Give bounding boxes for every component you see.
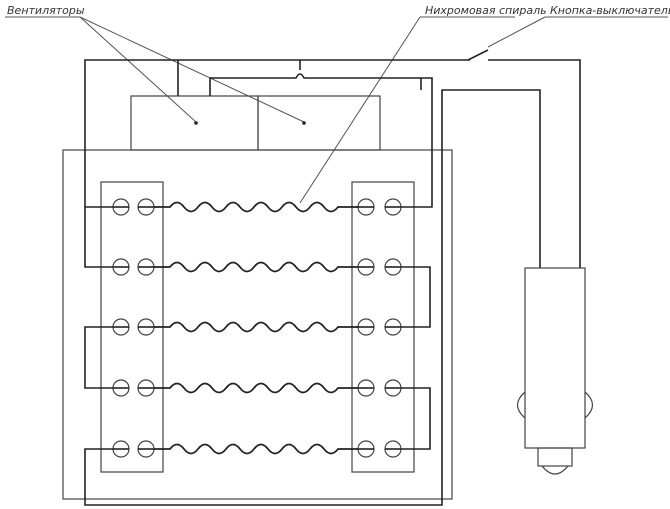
screw-terminal-icon	[112, 318, 130, 336]
screw-terminal-icon	[384, 198, 402, 216]
screw-terminal-icon	[384, 258, 402, 276]
nichrome-coil	[154, 201, 358, 213]
supply-wiring	[84, 49, 581, 506]
switch-contact	[467, 49, 489, 61]
screw-terminals-left	[112, 198, 155, 458]
screw-terminal-icon	[137, 318, 155, 336]
fan-unit-left	[130, 95, 259, 151]
nichrome-coil	[154, 321, 358, 333]
screw-terminal-icon	[357, 440, 375, 458]
screw-terminal-icon	[112, 379, 130, 397]
switch-leader	[487, 16, 546, 48]
car-cigarette-plug-icon	[516, 267, 594, 475]
screw-terminal-icon	[384, 440, 402, 458]
nichrome-coils	[154, 201, 358, 455]
screw-terminal-icon	[357, 318, 375, 336]
nichrome-coil	[154, 382, 358, 394]
fans-leader-1	[79, 16, 197, 123]
nichrome-coil	[154, 443, 358, 455]
fan-unit-right	[257, 95, 381, 151]
screw-terminal-icon	[357, 379, 375, 397]
switch-label: Кнопка-выключатель	[550, 4, 670, 17]
screw-terminal-icon	[357, 258, 375, 276]
fans-leader-2	[79, 16, 305, 123]
screw-terminal-icon	[137, 258, 155, 276]
screw-terminals-right	[357, 198, 402, 458]
right-jumpers	[401, 266, 431, 450]
screw-terminal-icon	[357, 198, 375, 216]
fans-label: Вентиляторы	[7, 4, 85, 17]
spiral-leader	[299, 16, 421, 204]
spiral-label: Нихромовая спираль	[425, 4, 547, 17]
screw-terminal-icon	[384, 318, 402, 336]
screw-terminal-icon	[112, 440, 130, 458]
nichrome-coil	[154, 261, 358, 273]
screw-terminal-icon	[137, 379, 155, 397]
screw-terminal-icon	[137, 440, 155, 458]
screw-terminal-icon	[112, 258, 130, 276]
screw-terminal-icon	[384, 379, 402, 397]
screw-terminal-icon	[112, 198, 130, 216]
left-jumpers	[84, 206, 113, 389]
screw-terminal-icon	[137, 198, 155, 216]
